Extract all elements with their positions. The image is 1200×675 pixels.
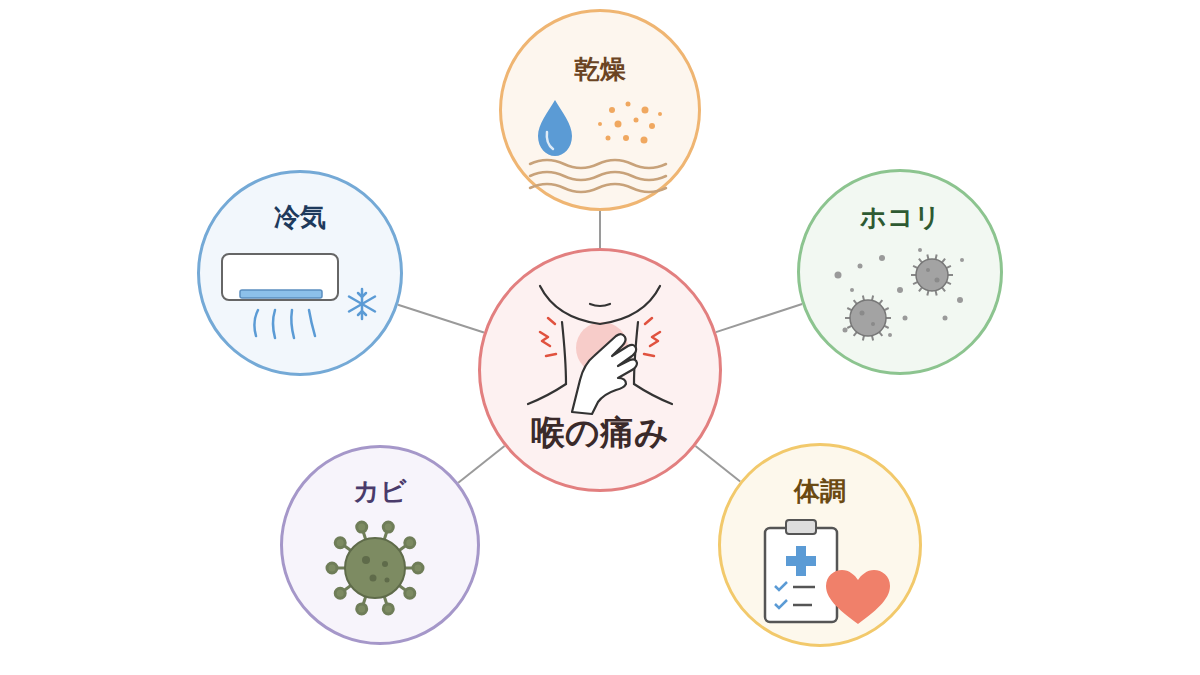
cause-title: カビ	[353, 476, 407, 507]
circle-shape	[501, 11, 700, 210]
connector-line	[599, 211, 601, 248]
circle-shape	[799, 171, 1002, 374]
cause-circle: 体調	[718, 443, 922, 647]
cause-circle: 乾燥	[499, 9, 701, 211]
connector-line	[695, 446, 740, 482]
circle-outline	[197, 170, 403, 376]
circle-shape	[282, 447, 479, 644]
circle-outline	[478, 248, 722, 492]
center-circle: 喉の痛み	[478, 248, 722, 492]
mold-icon	[327, 522, 423, 614]
air-conditioner-icon	[222, 254, 375, 338]
sore-throat-illustration	[528, 286, 672, 414]
cause-circle: ホコリ	[797, 169, 1003, 375]
circle-outline	[718, 443, 922, 647]
health-clipboard-icon	[765, 520, 890, 624]
center-title: 喉の痛み	[531, 412, 669, 453]
circle-outline	[797, 169, 1003, 375]
cause-circle: カビ	[280, 445, 480, 645]
connector-line	[398, 305, 484, 333]
dust-icon	[835, 248, 965, 340]
circle-outline	[280, 445, 480, 645]
circle-shape	[480, 250, 721, 491]
cause-title: 乾燥	[574, 54, 626, 85]
circle-shape	[199, 172, 402, 375]
cause-title: 体調	[794, 476, 846, 507]
circle-outline	[499, 9, 701, 211]
cause-circle: 冷気	[197, 170, 403, 376]
circle-shape	[720, 445, 921, 646]
connector-line	[458, 446, 504, 483]
cause-title: ホコリ	[860, 202, 941, 233]
cause-title: 冷気	[274, 202, 326, 233]
connector-line	[716, 304, 802, 332]
dryness-icon	[530, 100, 666, 192]
